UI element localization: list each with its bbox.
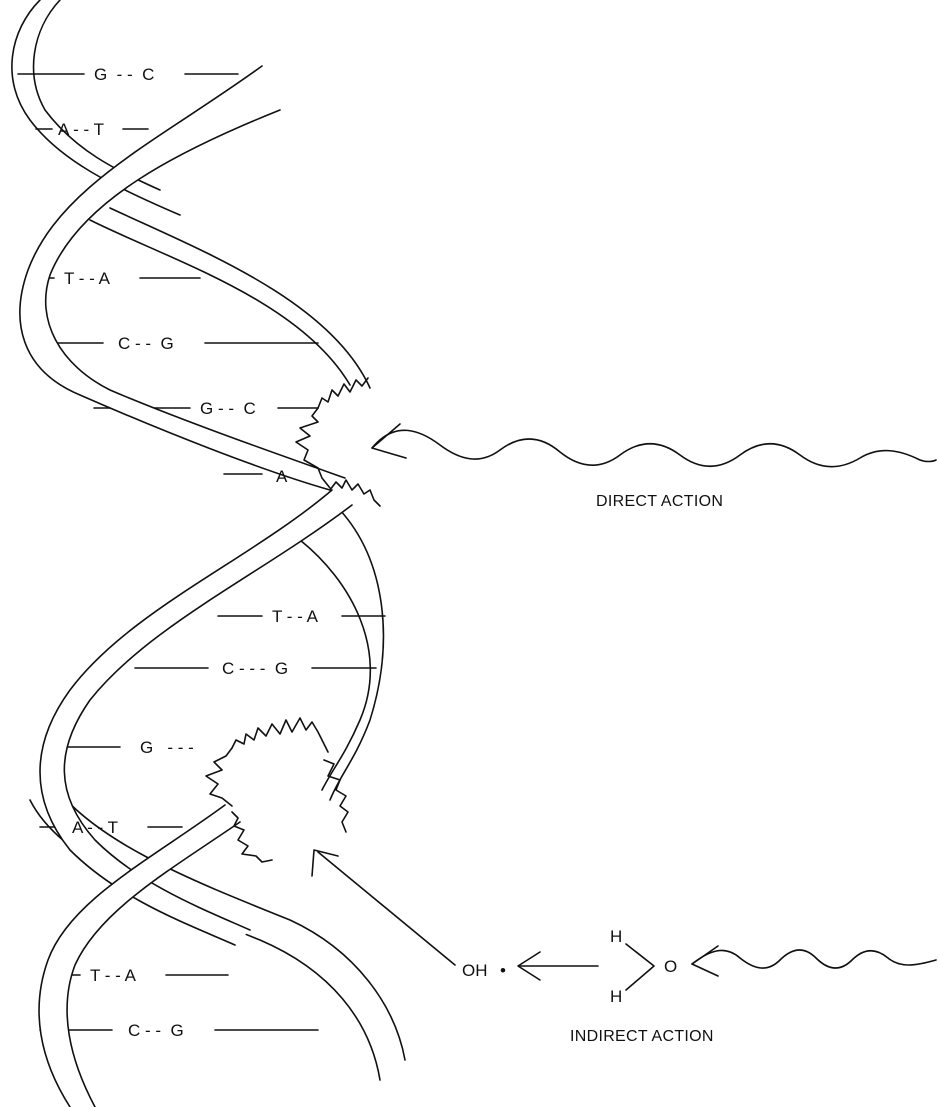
base-pair-label: G - - C	[94, 65, 154, 84]
direct-action-arrowhead	[371, 423, 407, 459]
water-o: O	[664, 957, 677, 976]
water-bond-lines	[625, 943, 655, 991]
front-strand-middle	[39, 489, 353, 946]
direct-action-caption: DIRECT ACTION	[596, 493, 723, 510]
direct-action-group: DIRECT ACTION	[371, 423, 937, 510]
base-pair-label: A - - T	[72, 818, 118, 837]
front-strand-upper	[19, 65, 346, 491]
indirect-action-wavy-ray	[691, 949, 937, 969]
indirect-action-arrowhead	[691, 945, 719, 977]
base-pair-label: C - - - G	[222, 659, 288, 678]
base-pair-label: C - - G	[118, 334, 174, 353]
back-strand-middle	[89, 207, 371, 389]
direct-break-site	[295, 377, 381, 507]
radical-dot: •	[500, 961, 506, 980]
indirect-action-caption: INDIRECT ACTION	[570, 1028, 714, 1045]
direct-action-wavy-ray	[371, 429, 937, 468]
base-pair-label: T - - A	[272, 607, 319, 626]
base-pair-label: G - - C	[200, 399, 256, 418]
base-pair-label: C - - G	[128, 1021, 184, 1040]
base-pair-label: A - - T	[58, 120, 104, 139]
hydroxyl-label: OH	[462, 961, 488, 980]
radical-attack-arrow	[317, 851, 456, 966]
water-h-top: H	[610, 927, 622, 946]
base-pair-label: T - - A	[64, 269, 111, 288]
radiolysis-arrowhead	[517, 951, 541, 981]
indirect-break-site	[205, 717, 349, 863]
base-pair-label: G - - -	[140, 738, 194, 757]
back-strand-lower	[299, 509, 385, 801]
water-h-bottom: H	[610, 987, 622, 1006]
front-strand-lower	[38, 804, 241, 1107]
base-pair-labels: G - - C A - - T T - - A C - - G G - - C …	[58, 65, 319, 1040]
indirect-action-group: OH • H H O INDIRECT ACTION	[311, 849, 937, 1045]
base-pair-label: A	[276, 467, 288, 486]
radical-attack-arrowhead	[311, 849, 339, 877]
base-pair-label: T - - A	[90, 966, 137, 985]
